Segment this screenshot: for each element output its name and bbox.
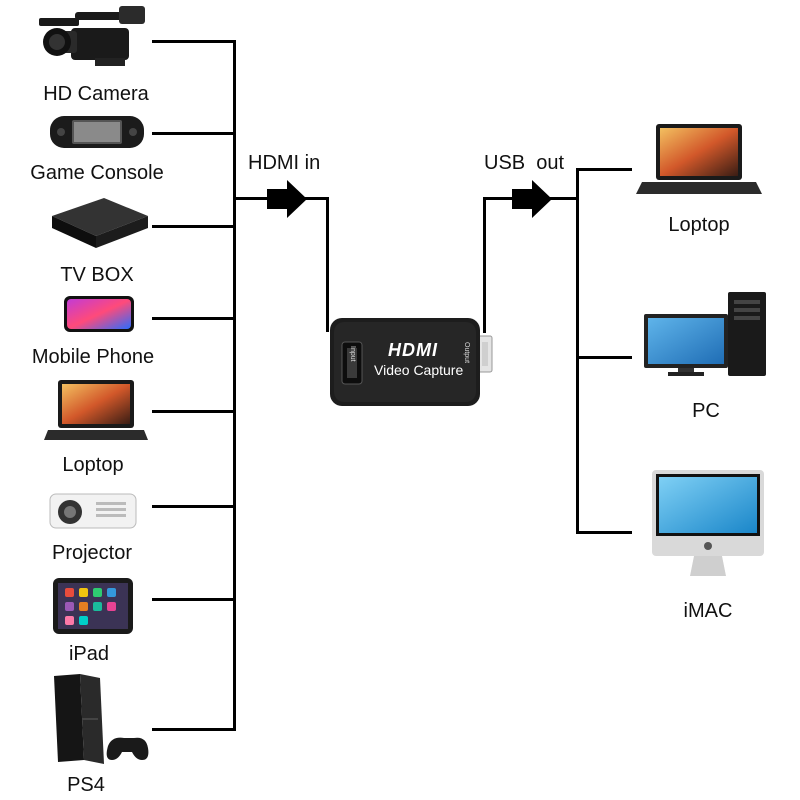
capture-device-body-icon <box>330 318 493 406</box>
game-console-icon <box>54 674 149 764</box>
desktop-pc-icon <box>644 292 766 376</box>
usb-out-arrow-icon <box>512 180 552 218</box>
input-label-projector: Projector <box>51 542 133 564</box>
capture-input-port-label: Input <box>349 346 356 362</box>
tv-box-icon <box>52 198 148 248</box>
usb-out-label: USB out <box>484 152 565 174</box>
laptop-icon <box>636 124 762 194</box>
capture-brand-logo: HDMI <box>388 340 438 360</box>
capture-output-port-label: Output <box>463 342 470 364</box>
input-label-mobile-phone: Mobile Phone <box>31 346 155 368</box>
hdmi-in-label: HDMI in <box>248 152 321 174</box>
smartphone-icon <box>64 296 134 332</box>
handheld-console-icon <box>50 116 144 148</box>
output-label-pc: PC <box>692 400 720 422</box>
input-label-hd-camera: HD Camera <box>43 83 149 105</box>
output-label-imac: iMAC <box>683 600 733 622</box>
input-label-game-console: Game Console <box>30 162 164 184</box>
output-label-loptop: Loptop <box>668 214 730 236</box>
input-label-ipad: iPad <box>68 643 110 665</box>
input-label-ps4: PS4 <box>67 774 105 796</box>
imac-icon <box>652 470 764 576</box>
tablet-icon <box>53 578 133 634</box>
hdmi-capture-device: HDMI Video Capture Input Output <box>330 318 493 406</box>
input-label-loptop: Loptop <box>62 454 124 476</box>
projector-icon <box>49 493 137 529</box>
laptop-icon <box>44 380 148 440</box>
capture-subtitle: Video Capture <box>374 362 464 378</box>
video-camera-icon <box>39 6 145 66</box>
input-label-tv-box: TV BOX <box>60 264 134 286</box>
hdmi-in-arrow-icon <box>267 180 307 218</box>
